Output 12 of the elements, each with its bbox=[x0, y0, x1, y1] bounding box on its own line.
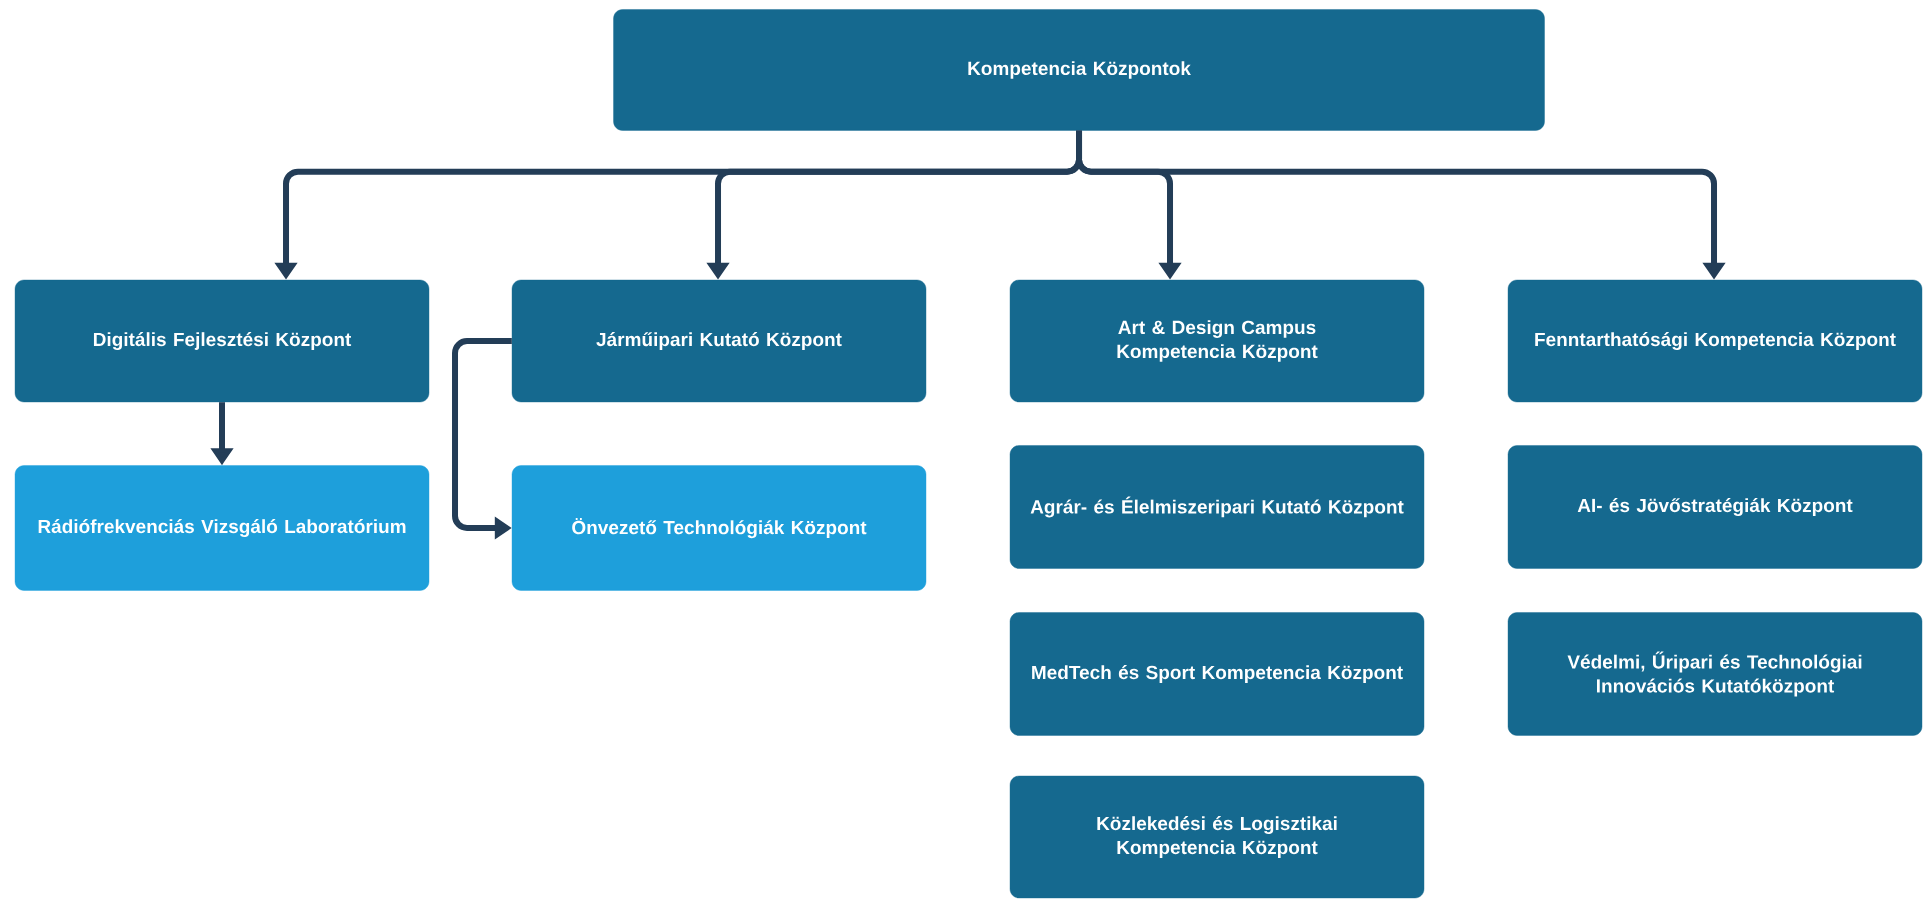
center-box: Digitális Fejlesztési Központ bbox=[14, 279, 430, 403]
center-box: Védelmi, Űripari és Technológiai Innovációs Kutatóközpont bbox=[1507, 612, 1923, 736]
center-box: Fenntarthatósági Kompetencia Központ bbox=[1507, 279, 1923, 403]
center-box: Járműipari Kutató Központ bbox=[511, 279, 927, 403]
center-box: MedTech és Sport Kompetencia Központ bbox=[1009, 612, 1425, 736]
center-box: Art & Design Campus Kompetencia Központ bbox=[1009, 279, 1425, 403]
center-box: Kompetencia Központok bbox=[613, 9, 1545, 131]
center-box: Agrár- és Élelmiszeripari Kutató Központ bbox=[1009, 445, 1425, 569]
center-box: Önvezető Technológiák Központ bbox=[511, 465, 927, 591]
center-box: Közlekedési és Logisztikai Kompetencia Központ bbox=[1009, 775, 1425, 899]
center-box: Rádiófrekvenciás Vizsgáló Laboratórium bbox=[14, 465, 430, 591]
center-box: AI- és Jövőstratégiák Központ bbox=[1507, 445, 1923, 569]
